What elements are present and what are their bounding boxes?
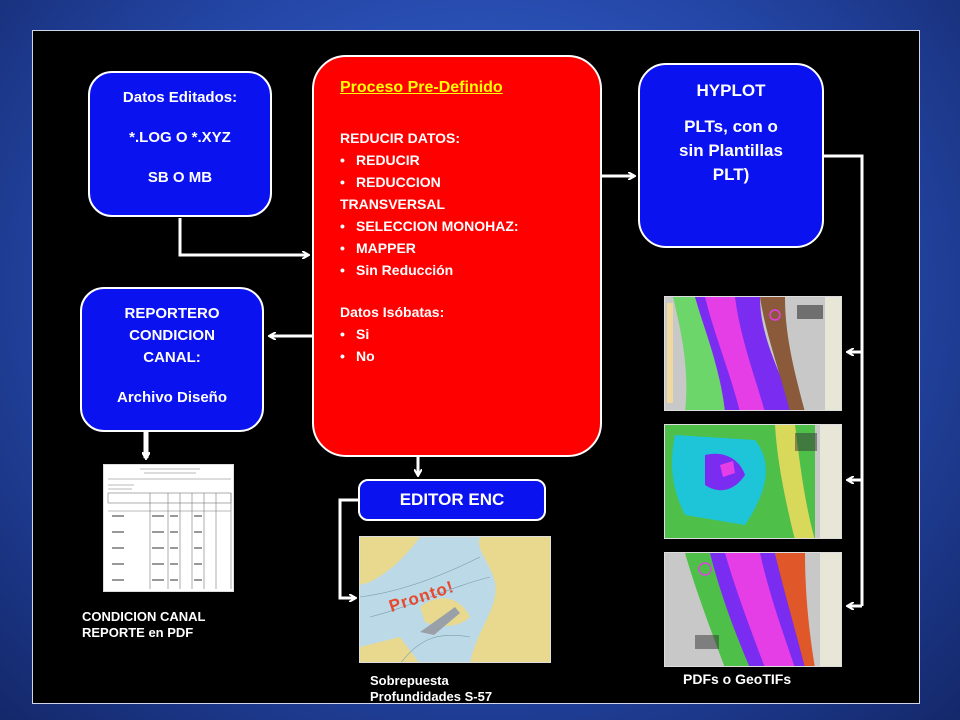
datos-formats: *.LOG O *.XYZ xyxy=(129,129,231,146)
editor-enc-label: EDITOR ENC xyxy=(399,490,505,509)
isobatas-heading: Datos Isóbatas: xyxy=(340,304,445,320)
list-item: REDUCCION xyxy=(340,171,600,193)
pdfs-caption: PDFs o GeoTIFs xyxy=(683,671,792,687)
enc-map-graphic xyxy=(360,537,550,662)
enc-overlay-map: Pronto! xyxy=(359,536,551,663)
reportero-line1: REPORTERO xyxy=(124,305,220,322)
reportero-box: REPORTERO CONDICION CANAL: Archivo Diseñ… xyxy=(80,287,264,432)
list-item: MAPPER xyxy=(340,237,600,259)
list-item: Si xyxy=(340,323,600,345)
bathymetry-chart-1 xyxy=(664,296,842,411)
reportero-line4: Archivo Diseño xyxy=(116,389,228,406)
editor-enc-box: EDITOR ENC xyxy=(358,479,546,521)
reportero-line2: CONDICION xyxy=(129,327,215,344)
enc-caption-line1: Sobrepuesta xyxy=(370,673,449,688)
bathymetry-chart-1-graphic xyxy=(665,297,841,410)
bathymetry-chart-3 xyxy=(664,552,842,667)
reportero-line3: CANAL: xyxy=(143,349,201,366)
bathymetry-chart-2-graphic xyxy=(665,425,841,538)
report-caption-line2: REPORTE en PDF xyxy=(82,625,194,640)
report-caption: CONDICION CANAL REPORTE en PDF xyxy=(82,609,206,641)
bathymetry-chart-3-graphic xyxy=(665,553,841,666)
hyplot-line3: sin Plantillas xyxy=(679,141,783,160)
enc-caption-line2: Profundidades S-57 xyxy=(370,689,493,704)
hyplot-line2: PLTs, con o xyxy=(684,117,778,136)
datos-title: Datos Editados: xyxy=(122,89,238,106)
report-table-graphic xyxy=(107,468,232,589)
list-item: No xyxy=(340,345,600,367)
reducir-list: REDUCIR REDUCCION xyxy=(340,149,600,193)
datos-beam-type: SB O MB xyxy=(147,169,213,186)
hyplot-title: HYPLOT xyxy=(696,81,766,100)
reduccion-continuation: TRANSVERSAL xyxy=(340,196,446,212)
proceso-box: Proceso Pre-Definido REDUCIR DATOS: REDU… xyxy=(312,55,602,457)
bathymetry-chart-2 xyxy=(664,424,842,539)
datos-editados-box: Datos Editados: *.LOG O *.XYZ SB O MB xyxy=(88,71,272,217)
list-item: SELECCION MONOHAZ: xyxy=(340,215,600,237)
enc-caption: Sobrepuesta Profundidades S-57 xyxy=(370,673,492,705)
reducir-heading: REDUCIR DATOS: xyxy=(340,130,461,146)
hyplot-line4: PLT) xyxy=(712,165,750,184)
proceso-title: Proceso Pre-Definido xyxy=(340,79,503,96)
list-item: REDUCIR xyxy=(340,149,600,171)
list-item: Sin Reducción xyxy=(340,259,600,281)
reducir-list-2: SELECCION MONOHAZ: MAPPER Sin Reducción xyxy=(340,215,600,281)
report-caption-line1: CONDICION CANAL xyxy=(82,609,206,624)
hyplot-box: HYPLOT PLTs, con o sin Plantillas PLT) xyxy=(638,63,824,248)
report-pdf-image xyxy=(103,464,234,592)
isobatas-list: Si No xyxy=(340,323,600,367)
